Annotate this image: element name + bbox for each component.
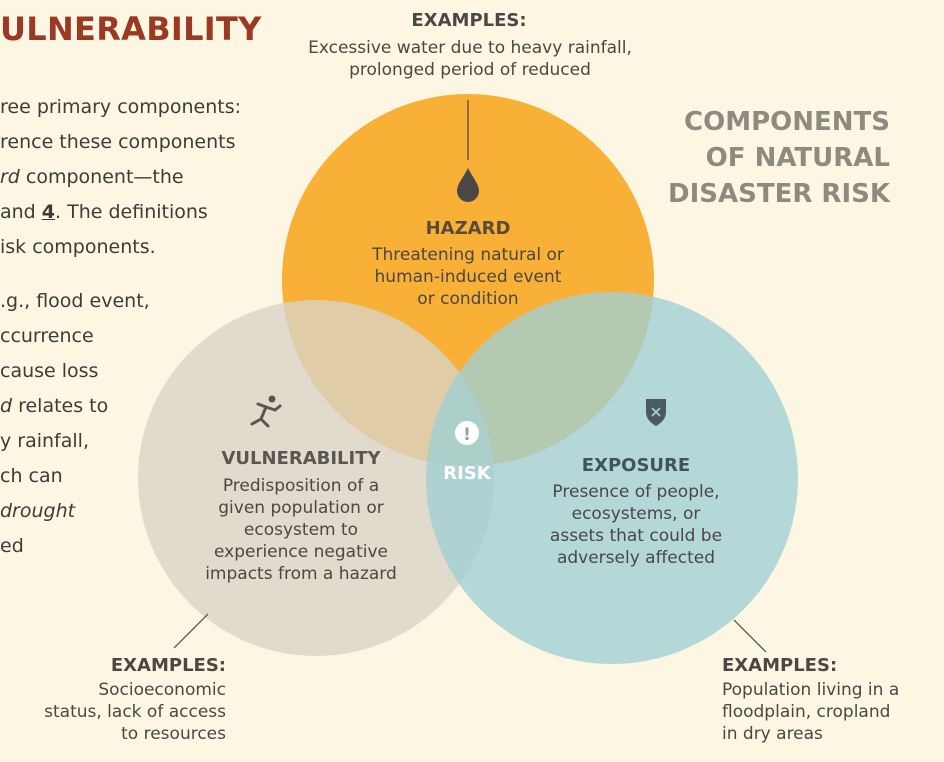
exposure-title: EXPOSURE	[581, 455, 691, 476]
exposure-circle	[426, 292, 798, 664]
running-person-icon	[250, 395, 282, 428]
diagram-title-line: OF NATURAL	[705, 143, 890, 173]
risk-label: RISK	[443, 463, 491, 484]
shield-x-icon	[646, 399, 666, 426]
diagram-title-line: COMPONENTS	[684, 107, 890, 137]
body-line: ccurrence	[0, 325, 94, 347]
body-line: drought	[0, 500, 76, 522]
body-line: rd component—the	[0, 166, 184, 188]
body-line: cause loss	[0, 360, 99, 382]
diagram-title: COMPONENTS OF NATURAL DISASTER RISK	[650, 104, 890, 212]
body-line: .g., flood event,	[0, 290, 150, 312]
vulnerability-connector	[173, 613, 209, 649]
vulnerability-title: VULNERABILITY	[221, 448, 381, 469]
section-heading: ULNERABILITY	[0, 10, 262, 48]
vulnerability-circle	[138, 300, 494, 656]
exposure-examples-title: EXAMPLES:	[722, 655, 838, 676]
body-line: ch can	[0, 465, 63, 487]
body-line: y rainfall,	[0, 430, 89, 452]
body-line: d relates to	[0, 395, 109, 417]
hazard-description: Threatening natural or human-induced eve…	[372, 245, 564, 309]
hazard-examples-text: Excessive water due to heavy rainfall, p…	[308, 38, 632, 80]
hazard-title: HAZARD	[425, 218, 511, 239]
body-line: rence these components	[0, 131, 236, 153]
exposure-examples-text: Population living in a floodplain, cropl…	[722, 680, 900, 744]
vulnerability-examples-text: Socioeconomic status, lack of access to …	[44, 680, 226, 744]
exclamation-glyph: !	[463, 425, 471, 445]
exclamation-icon	[455, 421, 479, 445]
water-drop-icon	[457, 168, 479, 202]
hazard-examples-title: EXAMPLES:	[411, 10, 527, 31]
body-line: isk components.	[0, 236, 156, 258]
vulnerability-description: Predisposition of a given population or …	[205, 476, 397, 584]
body-line: and 4. The definitions	[0, 201, 208, 223]
exposure-description: Presence of people, ecosystems, or asset…	[549, 482, 723, 568]
body-line: ree primary components:	[0, 96, 241, 118]
diagram-title-line: DISASTER RISK	[668, 179, 890, 209]
vulnerability-examples-title: EXAMPLES:	[110, 655, 226, 676]
body-line: ed	[0, 535, 24, 557]
exposure-connector	[733, 619, 767, 653]
